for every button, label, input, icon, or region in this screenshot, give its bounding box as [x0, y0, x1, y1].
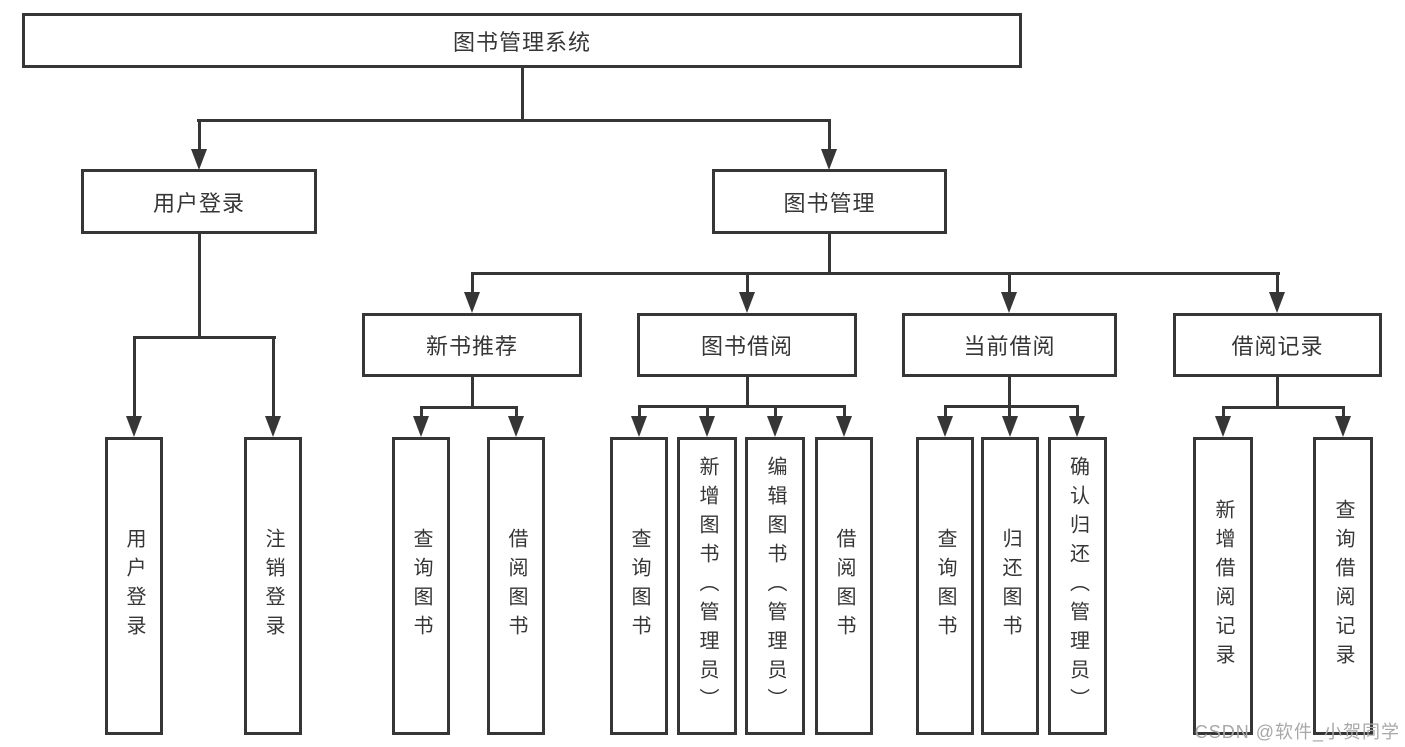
leaf-edit-books-admin: 编辑图书（管理员）	[745, 437, 805, 735]
leaf-user-login: 用户登录	[105, 437, 163, 735]
connector-stem-leaf	[638, 405, 641, 420]
connector-stem-leaf	[1076, 405, 1079, 420]
leaf-borrow-books-recommend: 借阅图书	[487, 437, 545, 735]
arrow-down-icon	[126, 416, 142, 437]
leaf-query-books-borrow: 查询图书	[610, 437, 668, 735]
arrow-down-icon	[191, 149, 207, 170]
connector-user-login-rail	[133, 336, 276, 339]
leaf-confirm-return-admin: 确认归还（管理员）	[1048, 437, 1107, 735]
node-current-borrow: 当前借阅	[902, 313, 1117, 377]
connector-borrow-records-rail	[1222, 406, 1345, 409]
connector-stem-leaf	[515, 406, 518, 420]
leaf-add-borrow-record: 新增借阅记录	[1193, 437, 1253, 735]
arrow-down-icon	[739, 292, 755, 313]
connector-new-book-drop	[471, 377, 474, 409]
arrow-down-icon	[836, 416, 852, 437]
arrow-down-icon	[767, 416, 783, 437]
arrow-down-icon	[699, 416, 715, 437]
connector-stem-leaf	[774, 405, 777, 420]
connector-user-login-drop	[198, 234, 201, 339]
leaf-logout: 注销登录	[244, 437, 302, 735]
arrow-down-icon	[265, 416, 281, 437]
node-new-book-recommend: 新书推荐	[362, 313, 582, 377]
leaf-return-books: 归还图书	[981, 437, 1039, 735]
connector-stem-leaf	[1222, 406, 1225, 420]
connector-stem-book-borrow	[746, 272, 749, 296]
arrow-down-icon	[464, 292, 480, 313]
arrow-down-icon	[937, 416, 953, 437]
arrow-down-icon	[413, 416, 429, 437]
connector-stem-user-login	[198, 119, 201, 156]
arrow-down-icon	[1069, 416, 1085, 437]
connector-book-mgmt-drop	[828, 234, 831, 275]
arrow-down-icon	[1001, 292, 1017, 313]
leaf-query-books-current: 查询图书	[916, 437, 974, 735]
connector-stem-logout-leaf	[272, 336, 275, 420]
connector-new-book-rail	[420, 406, 518, 409]
node-borrow-records: 借阅记录	[1173, 313, 1382, 377]
leaf-add-books-admin: 新增图书（管理员）	[677, 437, 737, 735]
connector-level3-rail	[471, 272, 1280, 275]
connector-current-borrow-rail	[944, 405, 1079, 408]
arrow-down-icon	[1002, 416, 1018, 437]
watermark-text: CSDN @软件_小贺同学	[1194, 722, 1400, 742]
node-book-mgmt: 图书管理	[712, 169, 947, 234]
leaf-query-borrow-record: 查询借阅记录	[1313, 437, 1373, 735]
connector-stem-borrow-records	[1276, 272, 1279, 296]
node-book-borrow: 图书借阅	[637, 313, 857, 377]
node-user-login: 用户登录	[81, 169, 317, 234]
connector-stem-leaf	[1008, 405, 1011, 420]
connector-stem-leaf	[706, 405, 709, 420]
connector-stem-current-borrow	[1008, 272, 1011, 296]
connector-stem-login-leaf	[133, 336, 136, 420]
arrow-down-icon	[631, 416, 647, 437]
arrow-down-icon	[1335, 416, 1351, 437]
connector-stem-leaf	[843, 405, 846, 420]
connector-root-drop	[521, 68, 524, 122]
connector-current-borrow-drop	[1008, 377, 1011, 408]
node-root: 图书管理系统	[22, 13, 1022, 68]
connector-book-borrow-rail	[638, 405, 846, 408]
connector-stem-leaf	[1342, 406, 1345, 420]
arrow-down-icon	[508, 416, 524, 437]
arrow-down-icon	[1269, 292, 1285, 313]
connector-level2-rail	[197, 119, 831, 122]
arrow-down-icon	[821, 149, 837, 170]
leaf-borrow-books: 借阅图书	[815, 437, 873, 735]
connector-stem-leaf	[944, 405, 947, 420]
connector-stem-new-book	[471, 272, 474, 296]
arrow-down-icon	[1215, 416, 1231, 437]
connector-book-borrow-drop	[746, 377, 749, 408]
connector-borrow-records-drop	[1276, 377, 1279, 409]
connector-stem-book-mgmt	[828, 119, 831, 156]
leaf-query-books-recommend: 查询图书	[392, 437, 450, 735]
connector-stem-leaf	[420, 406, 423, 420]
